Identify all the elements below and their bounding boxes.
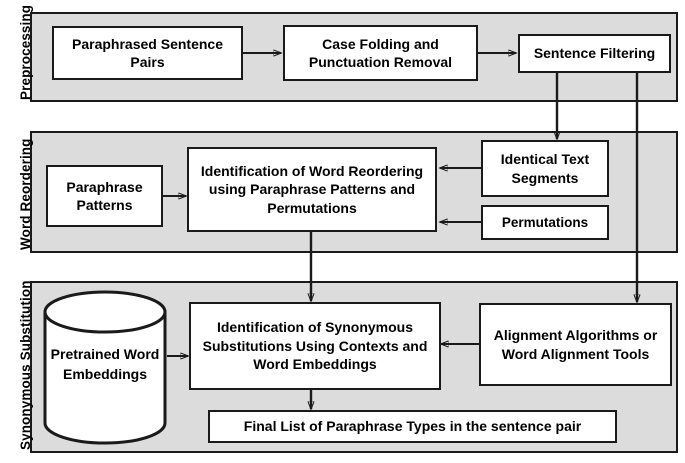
node-final-list[interactable]: Final List of Paraphrase Types in the se… <box>208 410 617 443</box>
node-identical-text-segments[interactable]: Identical Text Segments <box>481 140 609 197</box>
node-permutations[interactable]: Permutations <box>481 205 609 240</box>
node-synonymous-identification[interactable]: Identification of Synonymous Substitutio… <box>189 302 441 390</box>
node-sentence-filtering[interactable]: Sentence Filtering <box>518 34 671 73</box>
stage-label-preprocessing: Preprocessing <box>18 4 33 100</box>
node-paraphrase-patterns[interactable]: Paraphrase Patterns <box>46 165 163 227</box>
node-pretrained-word-embeddings[interactable]: Pretrained Word Embeddings <box>42 290 168 445</box>
node-paraphrased-sentence-pairs[interactable]: Paraphrased Sentence Pairs <box>52 26 243 80</box>
stage-label-synonymous-substitution: Synonymous Substitution <box>18 280 33 450</box>
node-alignment-algorithms[interactable]: Alignment Algorithms or Word Alignment T… <box>479 303 672 386</box>
node-case-folding-punctuation-removal[interactable]: Case Folding and Punctuation Removal <box>283 25 478 81</box>
node-word-reordering-identification[interactable]: Identification of Word Reordering using … <box>187 147 437 232</box>
stage-label-word-reordering: Word Reordering <box>18 138 33 250</box>
